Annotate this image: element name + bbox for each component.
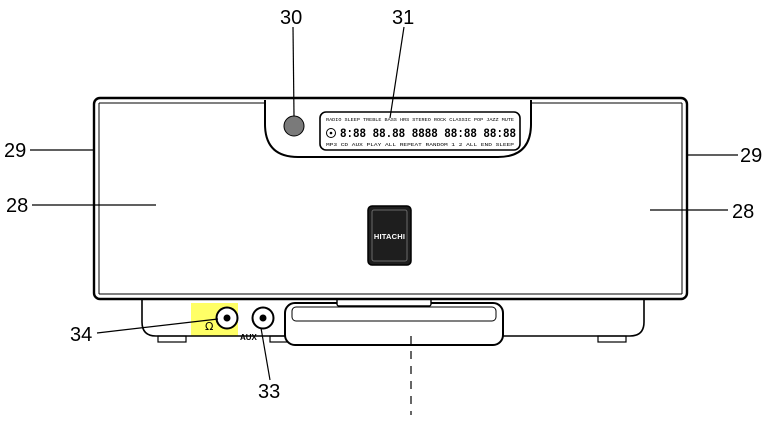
brand-logo: HITACHI	[374, 232, 405, 241]
callout-28-right: 28	[732, 201, 754, 223]
lcd-display: RADIO SLEEP TREBLE BASS HRS STEREO ROCK …	[319, 111, 521, 151]
callout-34: 34	[70, 324, 92, 346]
foot-left	[157, 335, 187, 343]
headphone-icon: Ω	[205, 320, 213, 333]
leader-33	[260, 327, 271, 381]
aux-label: AUX	[240, 333, 258, 342]
callout-29-right: 29	[740, 145, 762, 167]
brand-badge: HITACHI	[367, 205, 412, 266]
callout-29-left: 29	[4, 140, 26, 162]
leader-30	[292, 26, 295, 117]
leader-31	[389, 26, 405, 119]
leader-34	[96, 318, 219, 334]
device-main-body	[92, 96, 689, 301]
lcd-row-digits: 8:88 88.88 8888 88:88 88:88	[340, 126, 516, 141]
disc-tray	[284, 296, 504, 346]
callout-28-left: 28	[6, 195, 28, 217]
lcd-row-top: RADIO SLEEP TREBLE BASS HRS STEREO ROCK …	[326, 117, 514, 123]
callout-31: 31	[392, 7, 414, 29]
foot-right	[597, 335, 627, 343]
headphone-jack	[215, 306, 239, 330]
callout-30: 30	[280, 7, 302, 29]
remote-sensor	[283, 115, 305, 137]
aux-jack	[251, 306, 275, 330]
lcd-row-bottom: MP3 CD AUX PLAY ALL REPEAT RANDOM 1 2 AL…	[326, 142, 514, 148]
callout-33: 33	[258, 381, 280, 403]
cd-disc-icon	[326, 128, 336, 138]
